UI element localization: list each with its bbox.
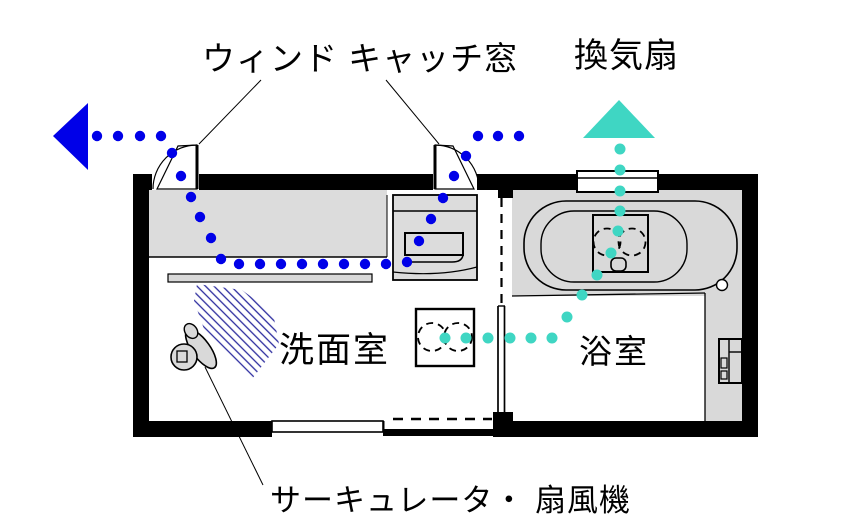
window-breeze-flow-dot [175, 170, 187, 182]
leader-lines [198, 79, 440, 486]
window-breeze-flow-dot [380, 258, 392, 270]
exhaust-flow-dot [439, 332, 451, 344]
exhaust-flow-dot [460, 332, 472, 344]
airflow-paths [53, 100, 655, 344]
circulator-fan-icon [170, 322, 218, 371]
window-breeze-flow-dot [215, 253, 227, 265]
window-breeze-flow-dot [437, 192, 449, 204]
circulator-airflow-hatch [194, 284, 279, 379]
towel-shelf [167, 273, 373, 283]
exhaust-flow-dot [612, 225, 624, 237]
window-breeze-flow-dot [233, 258, 245, 270]
ventilation-fan-label: 換気扇 [574, 37, 679, 75]
window-breeze-flow-dot [91, 130, 103, 142]
exhaust-flow-dot [525, 332, 537, 344]
exhaust-flow-dot [614, 185, 626, 197]
bathtub-area [511, 190, 742, 422]
window-breeze-flow-dot [275, 258, 287, 270]
exhaust-flow-dot [605, 247, 617, 259]
window-breeze-flow-dot [254, 258, 266, 270]
window-breeze-flow-dot [205, 232, 217, 244]
window-breeze-flow-dot [166, 147, 178, 159]
window-breeze-flow-dot [359, 258, 371, 270]
bottom-door-opening [271, 417, 497, 436]
window-breeze-flow-dot [134, 130, 146, 142]
window-breeze-flow-dot [413, 235, 425, 247]
circulator-label: サーキュレータ・ 扇風機 [270, 483, 631, 518]
leader-to-circulator-label [204, 366, 264, 486]
exhaust-flow-dot [591, 269, 603, 281]
leader-to-right-window [385, 79, 440, 145]
vanity-unit [392, 194, 478, 281]
washroom-counter [149, 190, 388, 258]
leader-to-left-window [198, 79, 262, 145]
exhaust-flow-dot [561, 311, 573, 323]
window-breeze-flow-dot [448, 170, 460, 182]
wind-catch-window-left [152, 144, 199, 190]
exhaust-flow-dot [614, 143, 626, 155]
exhaust-flow-dot [614, 205, 626, 217]
sink-bowl [404, 232, 464, 256]
window-breeze-flow-dot [155, 130, 167, 142]
window-breeze-flow-dot [185, 191, 197, 203]
wind-catch-window-right [433, 144, 480, 190]
exhaust-flow-dot [482, 332, 494, 344]
washroom-room-label: 洗面室 [279, 331, 391, 370]
exhaust-flow-dot [576, 289, 588, 301]
window-breeze-flow-dot [317, 258, 329, 270]
drain-icon [715, 278, 729, 292]
wind-catch-window-label: ウィンド キャッチ窓 [202, 40, 519, 77]
bathroom-room-label: 浴室 [579, 333, 649, 370]
exhaust-flow-dot [546, 332, 558, 344]
window-breeze-flow-dot [112, 130, 124, 142]
exhaust-flow-dot [504, 332, 516, 344]
bathtub-outer-rim [523, 200, 738, 291]
bathtub-inner-rim [540, 210, 688, 283]
partition-wall [493, 190, 513, 421]
window-breeze-flow-arrow [53, 103, 88, 170]
exhaust-flow-arrow [583, 100, 655, 138]
exhaust-flow-dot [614, 164, 626, 176]
window-breeze-flow-dot [460, 150, 472, 162]
window-breeze-flow-dot [338, 258, 350, 270]
window-breeze-flow-dot [296, 258, 308, 270]
window-breeze-flow-dot [513, 130, 525, 142]
window-breeze-flow-dot [194, 211, 206, 223]
window-breeze-flow-dot [425, 213, 437, 225]
window-breeze-flow-dot [401, 256, 413, 268]
window-breeze-flow-dot [492, 130, 504, 142]
window-breeze-flow-dot [472, 130, 484, 142]
exterior-walls [133, 174, 758, 437]
